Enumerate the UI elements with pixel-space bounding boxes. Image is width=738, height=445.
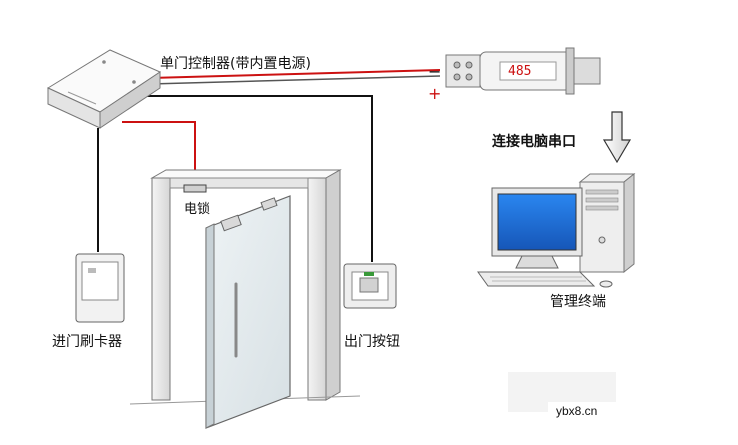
wire-to-lock-red: [122, 121, 196, 186]
wiring: [97, 69, 441, 262]
glass-door: [205, 195, 291, 429]
wire-to-converter-red: [149, 69, 441, 79]
reader-label: 进门刷卡器: [52, 334, 122, 350]
controller-box: [46, 49, 162, 129]
lock-label: 电锁: [184, 202, 211, 217]
controller-label: 单门控制器(带内置电源): [160, 56, 311, 72]
down-arrow-icon: [602, 111, 632, 164]
terminal-label: 管理终端: [550, 294, 606, 310]
wire-to-exit-button: [145, 95, 373, 262]
connect-pc-label: 连接电脑串口: [492, 134, 576, 150]
watermark-band: [508, 372, 628, 418]
exit-button-label: 出门按钮: [344, 334, 400, 350]
minus-sign: −: [428, 62, 442, 81]
rs485-converter: [445, 47, 601, 95]
computer-terminal: [477, 172, 636, 288]
card-reader: [75, 253, 125, 323]
converter-display: 485: [508, 64, 532, 79]
exit-button-device: [343, 263, 397, 309]
plus-sign: +: [428, 84, 442, 103]
wire-to-converter-black: [149, 75, 441, 85]
door-frame: [129, 169, 361, 405]
electric-lock: [183, 184, 207, 193]
watermark-text: ybx8.cn: [556, 404, 598, 418]
